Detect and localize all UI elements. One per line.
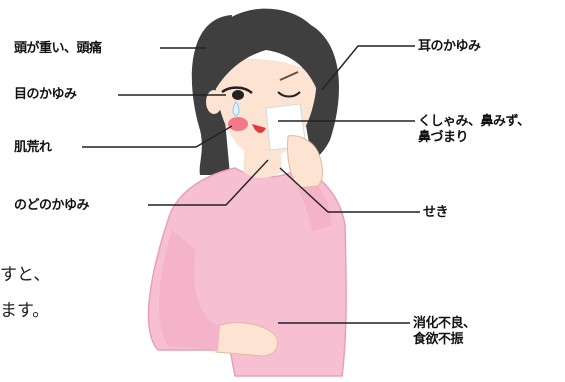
mouth-shape	[252, 124, 266, 133]
left-eye-shape	[221, 86, 253, 95]
symptom-label-nasal-line1: くしゃみ、鼻みず、	[418, 114, 530, 129]
symptom-label-itchy-throat: のどのかゆみ	[14, 198, 90, 213]
symptom-label-digestion-line2: 食欲不振	[413, 332, 464, 347]
lower-arm-sleeve-shape	[159, 230, 220, 350]
blush-shape	[228, 117, 248, 131]
symptom-label-rough-skin: 肌荒れ	[14, 140, 52, 155]
symptom-label-nasal-line2: 鼻づまり	[418, 130, 469, 145]
lower-hand-shape	[215, 322, 278, 357]
leader-line-itchy-throat	[148, 159, 269, 206]
symptom-label-cough: せき	[423, 205, 449, 220]
symptom-label-digestion-line1: 消化不良、	[413, 316, 476, 331]
raised-hand-shape	[287, 135, 323, 189]
body-text-line1: すと、	[0, 265, 51, 285]
hair-front-shape	[204, 8, 326, 92]
symptom-label-itchy-ears: 耳のかゆみ	[418, 39, 481, 54]
symptom-label-headache: 頭が重い、頭痛	[14, 41, 102, 56]
ear-shape	[206, 90, 222, 114]
body-text-line2: ます。	[0, 301, 50, 321]
tear-shape	[232, 101, 240, 117]
leader-line-cough	[279, 167, 420, 213]
right-eye-shape	[277, 91, 301, 98]
leader-line-itchy-ears	[321, 45, 415, 91]
leader-line-rough-skin	[82, 125, 233, 148]
symptom-label-itchy-eyes: 目のかゆみ	[14, 87, 77, 102]
left-pupil-shape	[232, 90, 244, 100]
brow-shape	[279, 71, 299, 81]
leader-lines	[82, 45, 420, 324]
